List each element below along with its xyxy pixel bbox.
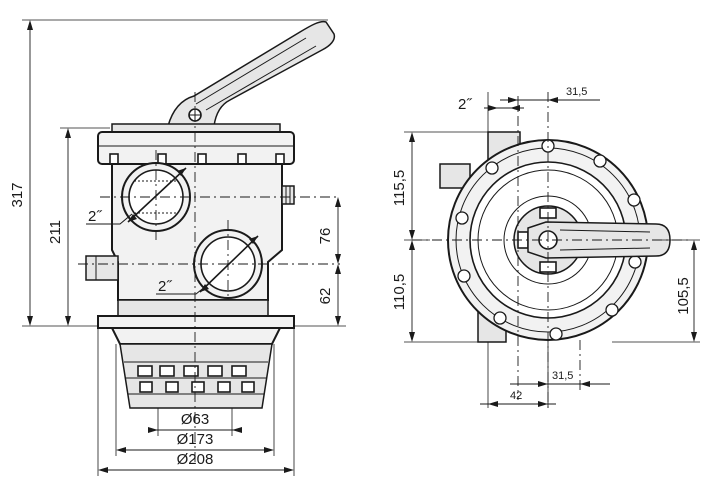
- strainer-basket: [119, 343, 273, 409]
- side-view: 317 211 76 62 2˝ 2˝: [9, 19, 346, 476]
- dim-line-62: [335, 264, 341, 326]
- dim-line-105-5: [691, 240, 697, 342]
- dim-105-5-label: 105,5: [675, 277, 692, 315]
- dim-d208-label: Ø208: [177, 451, 214, 468]
- top-offset-label: 31,5: [566, 86, 587, 98]
- dim-line-top-31-5: [500, 97, 600, 103]
- dim-317-label: 317: [9, 182, 26, 207]
- dim-line-211: [65, 128, 71, 326]
- dim-line-110-5: [409, 240, 415, 342]
- dim-211-label: 211: [47, 220, 64, 244]
- dim-42-label: 42: [510, 390, 522, 402]
- valve-cover: [97, 123, 295, 165]
- top-port-label: 2˝: [458, 96, 472, 113]
- valve-handle: [167, 20, 336, 127]
- dim-line-top-2in: [484, 105, 524, 111]
- dim-line-d63: [148, 427, 242, 433]
- dim-line-115-5: [409, 132, 415, 240]
- dim-line-d208: [98, 467, 294, 473]
- dim-line-bottom-31-5: [510, 381, 610, 387]
- valve-base: [97, 299, 295, 345]
- upper-port-label: 2˝: [88, 208, 102, 225]
- dim-62-label: 62: [317, 288, 334, 305]
- dim-110-5-label: 110,5: [391, 274, 408, 310]
- dim-d173-label: Ø173: [177, 431, 214, 448]
- dim-76-label: 76: [317, 228, 334, 245]
- lower-port-label: 2˝: [158, 278, 172, 295]
- bottom-offset-label: 31,5: [552, 370, 573, 382]
- dim-line-76: [335, 197, 341, 264]
- valve-body: [85, 163, 295, 301]
- dim-line-d173: [116, 447, 274, 453]
- top-view: 2˝ 31,5 115,5 110,5 105,5: [391, 86, 700, 412]
- dim-d63-label: Ø63: [181, 411, 209, 428]
- dim-115-5-label: 115,5: [391, 170, 408, 206]
- dim-line-42: [480, 401, 556, 407]
- dim-line-317: [27, 20, 33, 326]
